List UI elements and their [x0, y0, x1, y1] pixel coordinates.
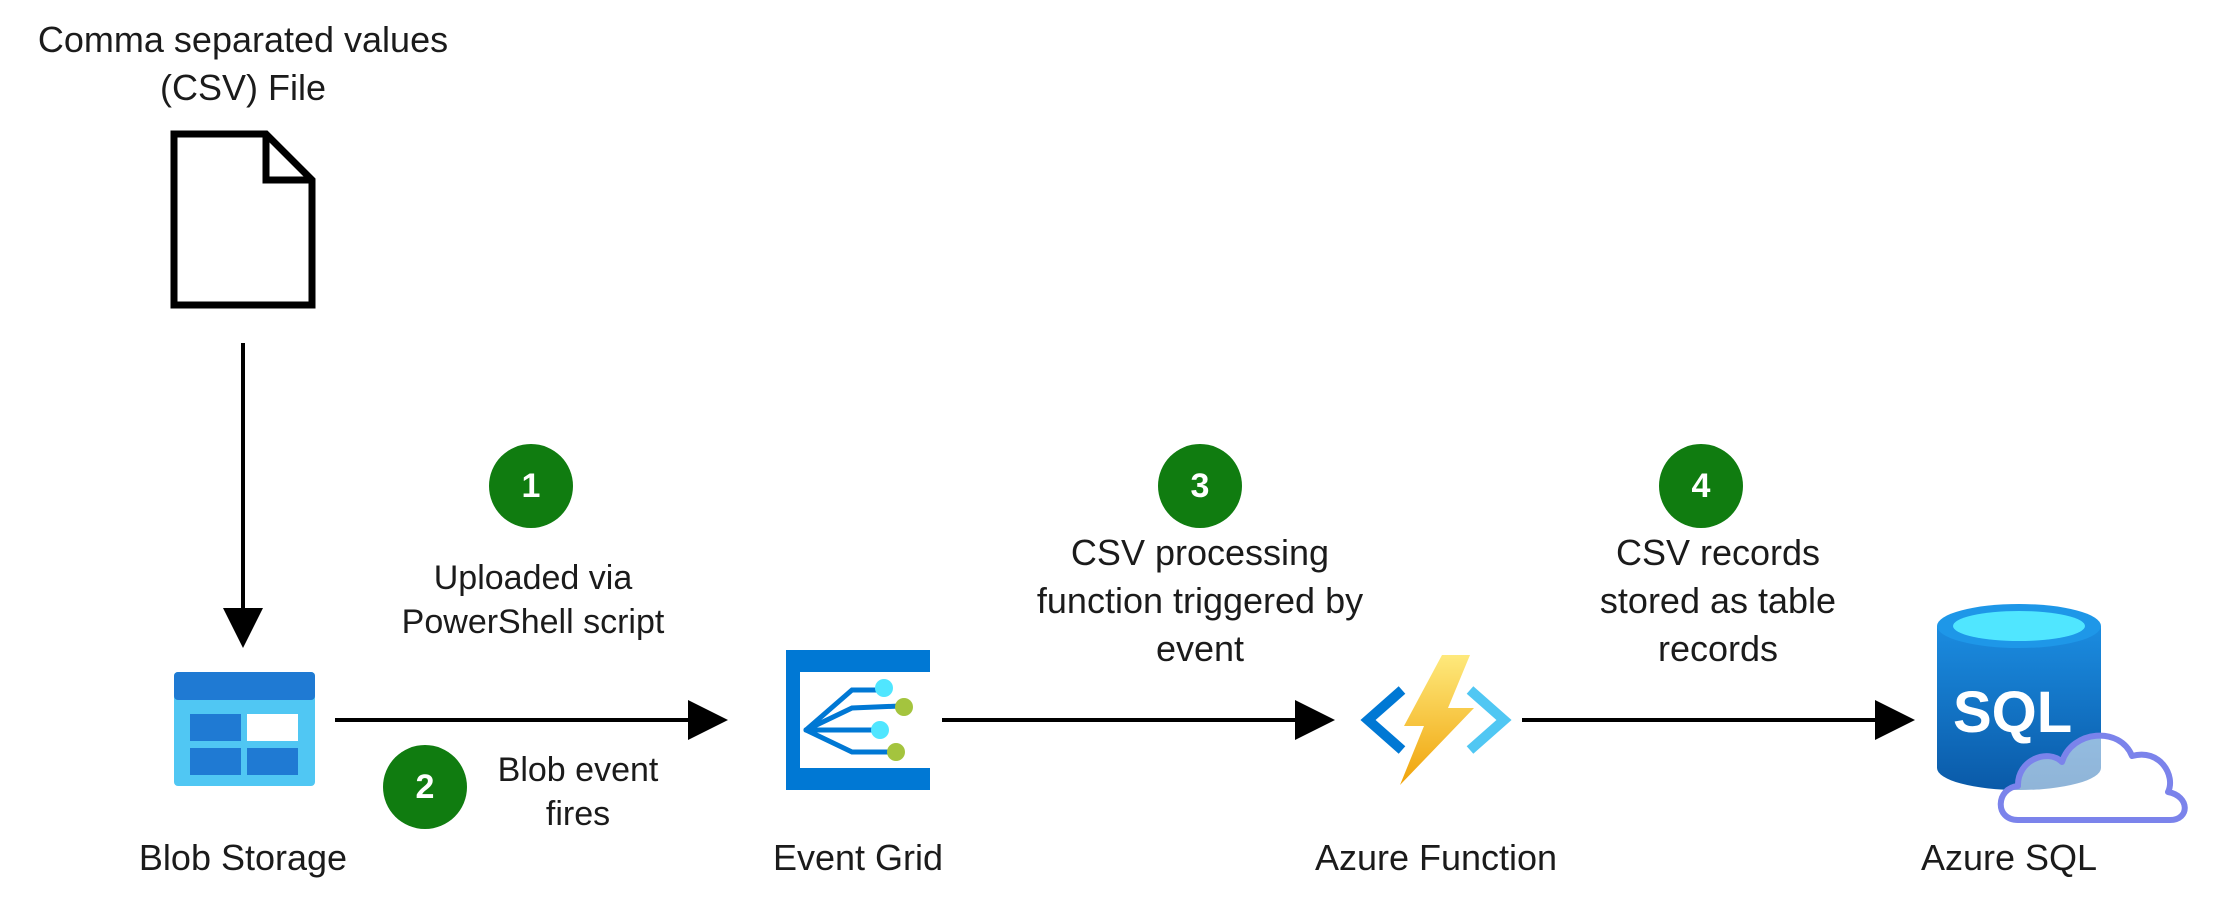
step-2-badge: 2 — [383, 745, 467, 829]
csv-file-label-line1: Comma separated values — [37, 19, 449, 60]
azure-sql-label: Azure SQL — [1920, 837, 2098, 878]
azure-function-label: Azure Function — [1314, 837, 1558, 878]
azure-function-icon — [1360, 655, 1512, 785]
step-1-text-line2: PowerShell script — [401, 603, 665, 641]
step-3-text-line1: CSV processing — [1070, 532, 1330, 573]
azure-sql-icon: SQL — [1937, 604, 2188, 823]
csv-file-label: Comma separated values (CSV) File — [38, 16, 448, 112]
step-2-text-line1: Blob event — [497, 751, 659, 789]
step-2-text: Blob event fires — [498, 748, 659, 836]
step-4-text: CSV records stored as table records — [1600, 529, 1836, 673]
step-1-text-line1: Uploaded via — [433, 559, 633, 597]
event-grid-icon — [786, 650, 930, 790]
blob-storage-icon — [174, 672, 315, 786]
blob-storage-label: Blob Storage — [138, 837, 348, 878]
csv-file-label-line2: (CSV) File — [159, 67, 327, 108]
step-4-text-line2: stored as table — [1599, 580, 1837, 621]
step-4-text-line1: CSV records — [1615, 532, 1821, 573]
step-3-text: CSV processing function triggered by eve… — [1037, 529, 1363, 673]
step-3-text-line3: event — [1155, 628, 1245, 669]
step-1-text: Uploaded via PowerShell script — [402, 556, 665, 644]
step-2-text-line2: fires — [545, 795, 611, 833]
step-3-badge: 3 — [1158, 444, 1242, 528]
step-4-text-line3: records — [1657, 628, 1779, 669]
event-grid-label: Event Grid — [772, 837, 944, 878]
document-icon — [170, 130, 316, 309]
step-3-text-line2: function triggered by — [1036, 580, 1364, 621]
step-4-badge: 4 — [1659, 444, 1743, 528]
sql-icon-text: SQL — [1953, 680, 2072, 745]
step-1-badge: 1 — [489, 444, 573, 528]
